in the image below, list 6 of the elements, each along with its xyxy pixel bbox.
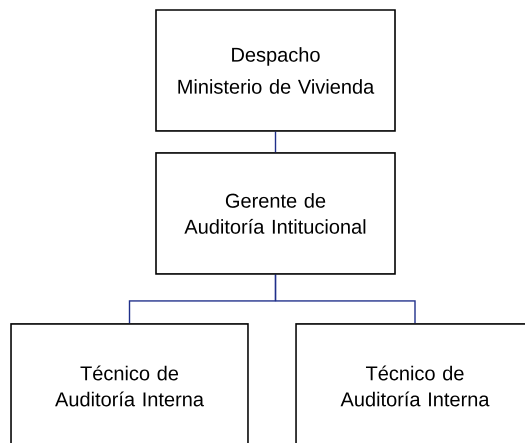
- org-box: Gerente de Auditoría Intitucional: [155, 152, 396, 275]
- org-box: Técnico de Auditoría Interna: [10, 323, 249, 443]
- org-box: Técnico de Auditoría Interna: [295, 323, 525, 443]
- org-box: Despacho Ministerio de Vivienda: [155, 9, 396, 132]
- connector-line: [274, 132, 276, 152]
- connector-line: [274, 274, 416, 324]
